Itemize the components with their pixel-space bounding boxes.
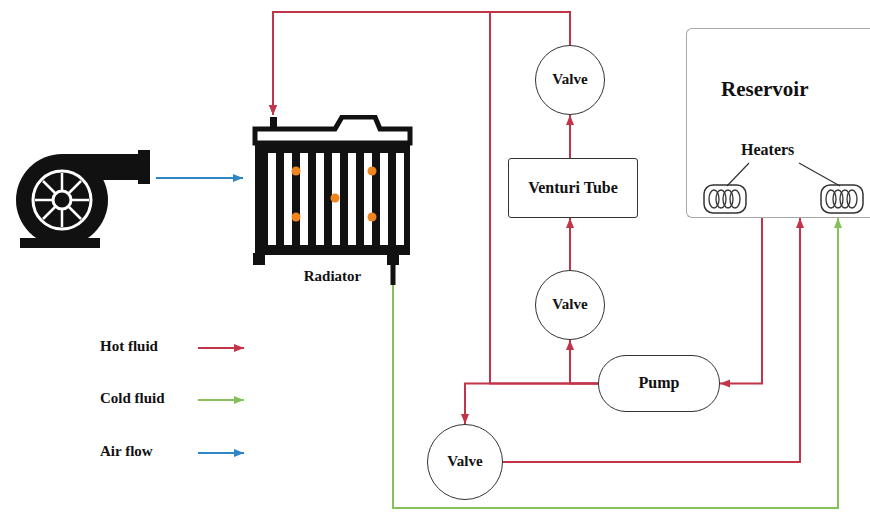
legend-label: Air flow: [100, 443, 153, 460]
hot-fluid-pipe: [273, 12, 570, 115]
leader-line: [799, 163, 840, 186]
legend-label: Hot fluid: [100, 338, 158, 355]
legend-sample: [198, 452, 244, 454]
legend-label: Cold fluid: [100, 390, 165, 407]
valve-circle: Valve: [535, 45, 605, 115]
hot-fluid-pipe: [569, 115, 571, 158]
cold-fluid-pipe: [393, 218, 838, 508]
legend-sample: [198, 399, 244, 401]
air-flow-arrow: [156, 177, 243, 179]
hot-fluid-pipe: [503, 218, 800, 462]
venturi-tube-box: Venturi Tube: [508, 158, 638, 218]
node-label: Valve: [447, 453, 482, 470]
hot-fluid-pipe: [569, 218, 571, 270]
node-label: Valve: [552, 71, 587, 88]
blower-fan: [16, 150, 150, 248]
node-label: Valve: [552, 296, 587, 313]
leader-line: [727, 163, 749, 186]
pump-box: Pump: [598, 355, 720, 412]
valve-circle: Valve: [427, 424, 503, 500]
node-label: Radiator: [250, 268, 415, 285]
radiator: Radiator: [250, 115, 415, 285]
hot-fluid-pipe: [570, 340, 598, 384]
legend-sample: [198, 347, 244, 349]
node-sublabel: Heaters: [741, 141, 794, 159]
radiator-illustration: [250, 115, 415, 285]
hot-fluid-pipe: [720, 218, 762, 384]
reservoir-box: ReservoirHeaters: [686, 28, 870, 218]
node-label: Reservoir: [721, 77, 808, 101]
valve-circle: Valve: [535, 270, 605, 340]
hot-fluid-pipe: [465, 384, 598, 425]
node-label: Pump: [639, 374, 680, 392]
node-label: Venturi Tube: [528, 179, 618, 197]
heater-coils: [687, 29, 870, 219]
